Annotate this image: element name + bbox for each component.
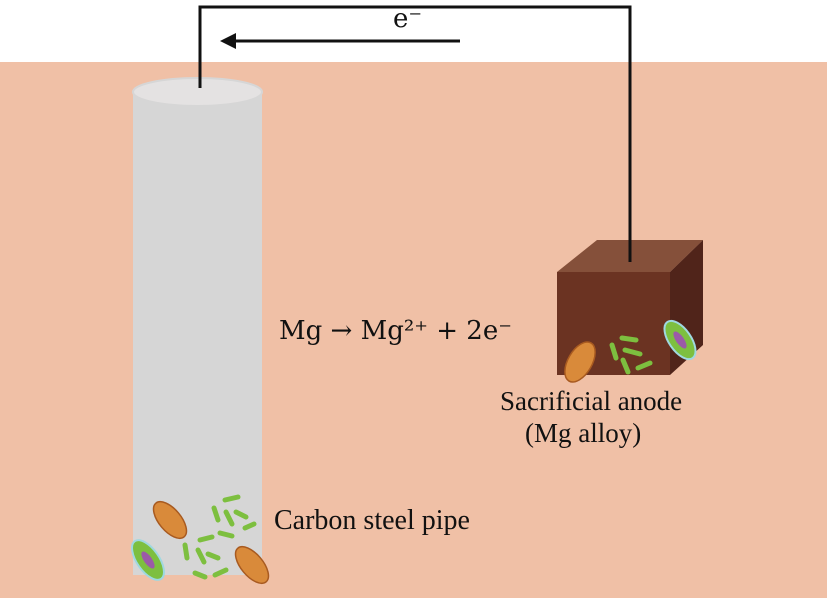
bacteria-pipe (131, 494, 270, 585)
bacteria-anode (564, 319, 697, 383)
electron-flow-arrow (220, 33, 460, 49)
electron-label: e⁻ (393, 4, 423, 34)
connecting-wire (198, 5, 632, 262)
reaction-equation: Mg → Mg²⁺ + 2e⁻ (279, 316, 512, 346)
pipe-label: Carbon steel pipe (274, 505, 470, 536)
carbon-steel-pipe (132, 77, 263, 575)
anode-label-line1: Sacrificial anode (500, 386, 683, 416)
anode-label-line2: (Mg alloy) (525, 418, 642, 448)
